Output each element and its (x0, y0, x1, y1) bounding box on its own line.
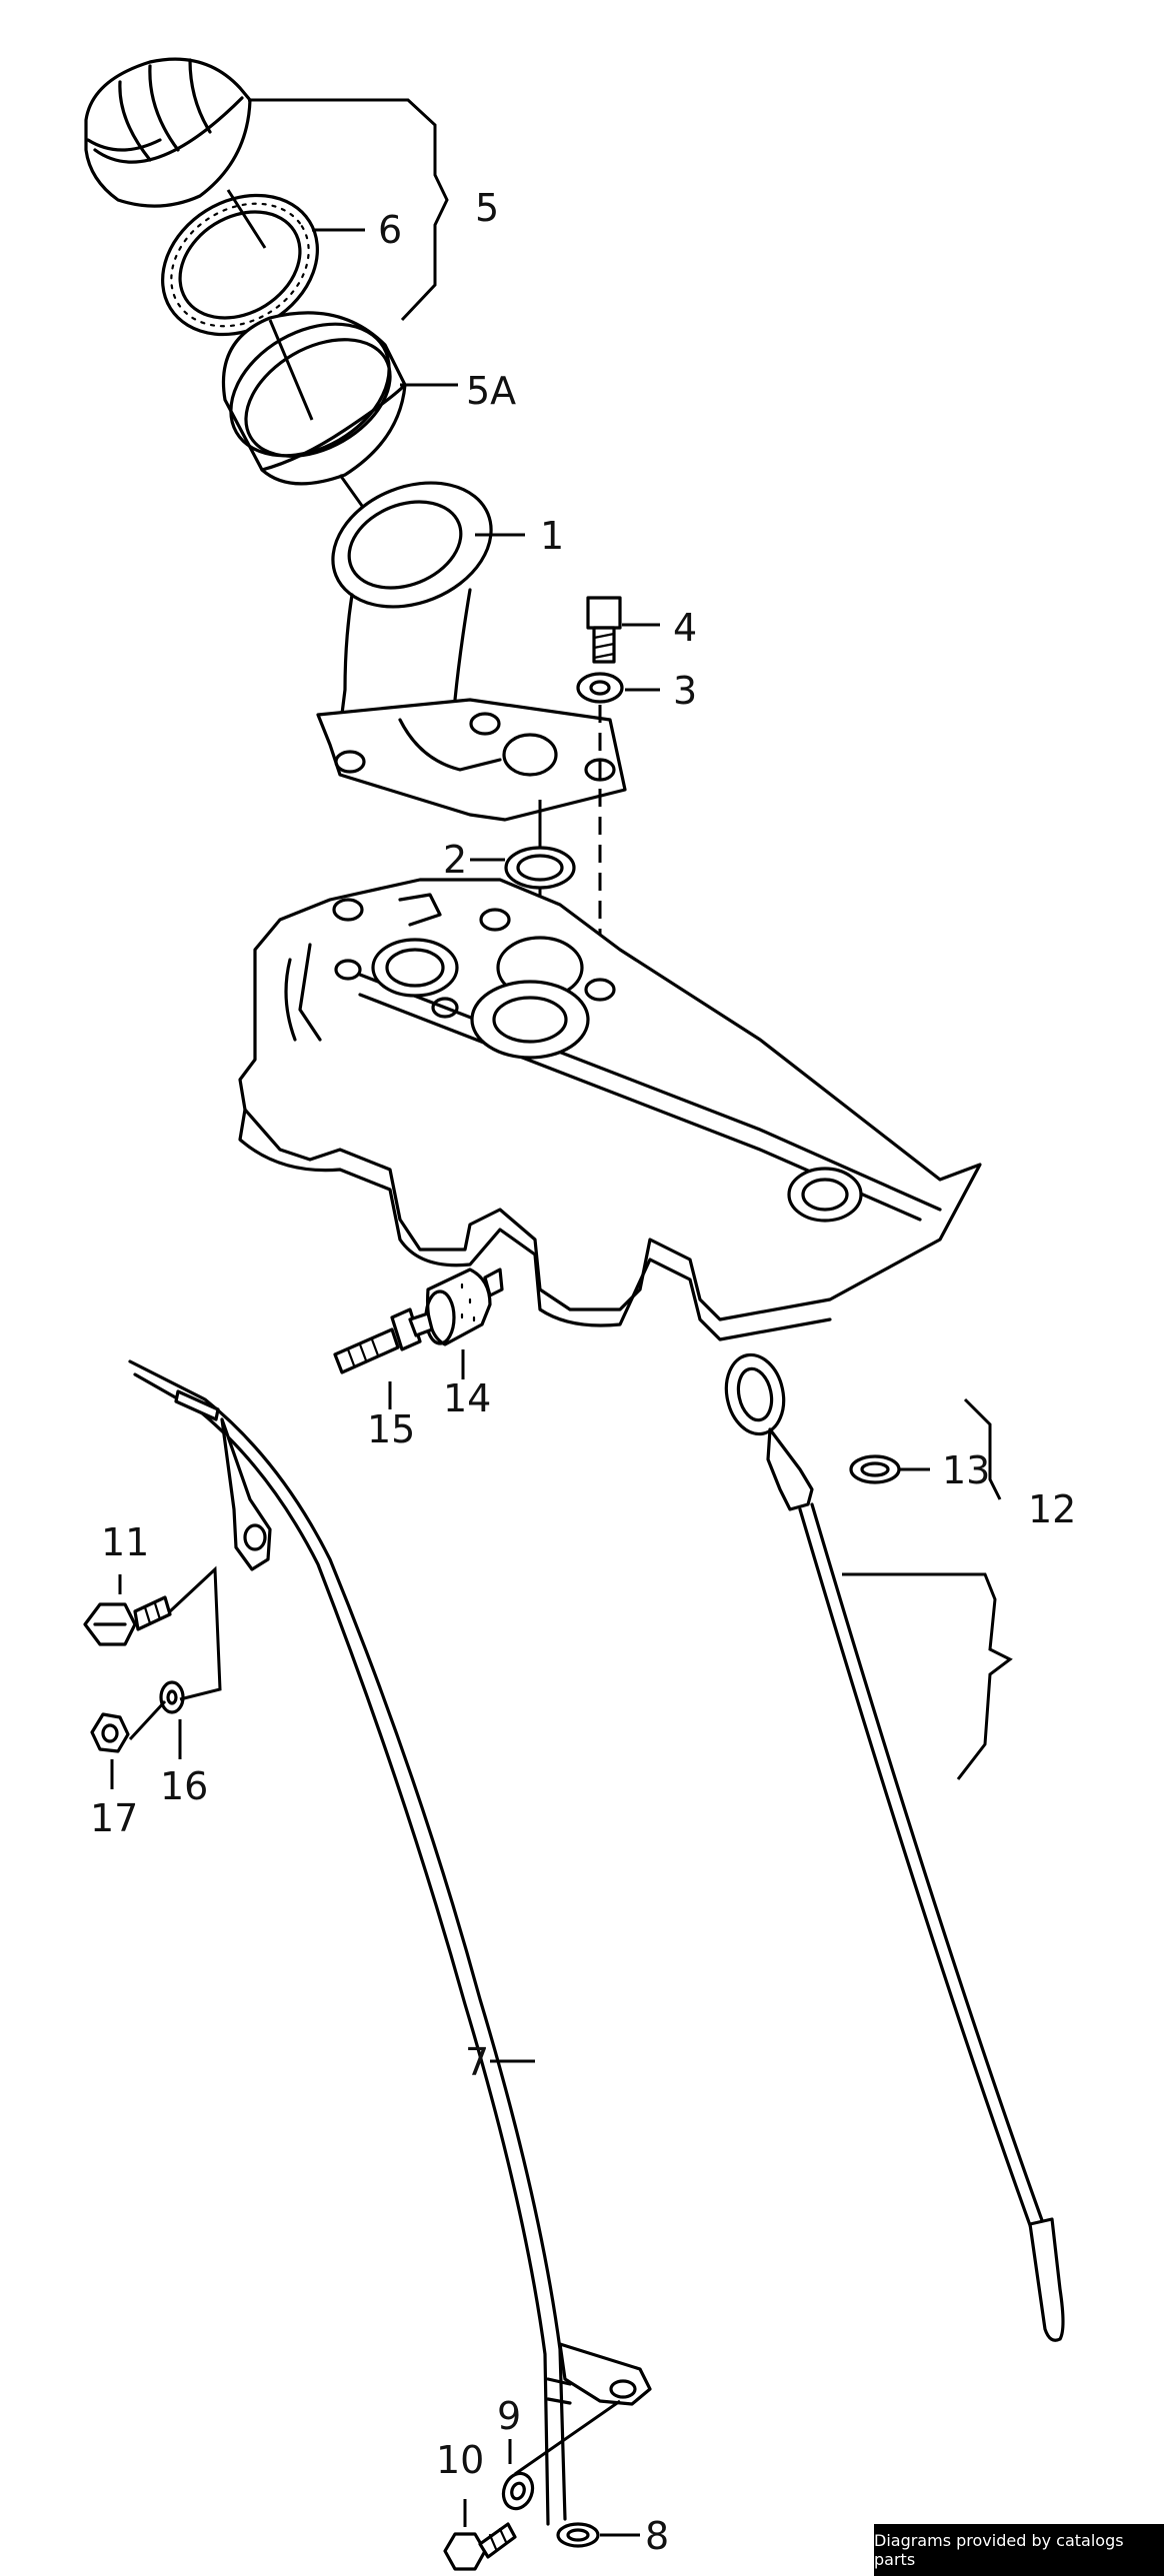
hex-bolt-10 (443, 2522, 517, 2571)
label-part-1: 1 (540, 514, 564, 558)
hex-nut-17 (90, 1712, 130, 1753)
o-ring-seal (504, 846, 576, 890)
label-part-9: 9 (497, 2394, 521, 2438)
leader-lines (110, 98, 1013, 2537)
label-part-5a: 5A (466, 369, 516, 413)
label-part-11: 11 (101, 1520, 149, 1564)
bolt (586, 596, 622, 664)
label-part-2: 2 (443, 838, 467, 882)
label-part-4: 4 (673, 606, 697, 650)
rubber-grommet (424, 1268, 504, 1346)
label-part-17: 17 (90, 1796, 138, 1840)
diagram-credit: Diagrams provided by catalogs parts (874, 2524, 1164, 2576)
label-part-13: 13 (942, 1448, 990, 1492)
label-part-12: 12 (1028, 1487, 1076, 1531)
label-part-15: 15 (367, 1407, 415, 1451)
stud-bolt (333, 1307, 434, 1374)
filler-neck (316, 481, 627, 822)
washer-9 (501, 2471, 535, 2511)
oil-filler-cap (84, 57, 252, 208)
oil-dipstick (724, 1352, 1065, 2342)
dipstick-guide-tube (128, 1359, 652, 2526)
label-part-10: 10 (436, 2438, 484, 2482)
hex-bolt-11 (83, 1595, 172, 1646)
washer-16 (159, 1680, 185, 1714)
label-part-16: 16 (160, 1764, 208, 1808)
label-part-6: 6 (378, 208, 402, 252)
dipstick-o-ring (849, 1454, 901, 1484)
label-part-7: 7 (465, 2040, 489, 2084)
seal-ring-8 (556, 2522, 600, 2548)
cap-housing (221, 311, 407, 486)
sealing-ring (161, 193, 319, 337)
label-part-3: 3 (673, 669, 697, 713)
label-part-5: 5 (475, 186, 499, 230)
label-part-14: 14 (443, 1376, 491, 1420)
washer (576, 672, 624, 704)
part-number-labels: 5 6 5A 1 4 3 2 14 15 13 12 11 16 17 7 9 … (90, 186, 1076, 2558)
cylinder-head-cover (238, 878, 982, 1341)
label-part-8: 8 (645, 2514, 669, 2558)
